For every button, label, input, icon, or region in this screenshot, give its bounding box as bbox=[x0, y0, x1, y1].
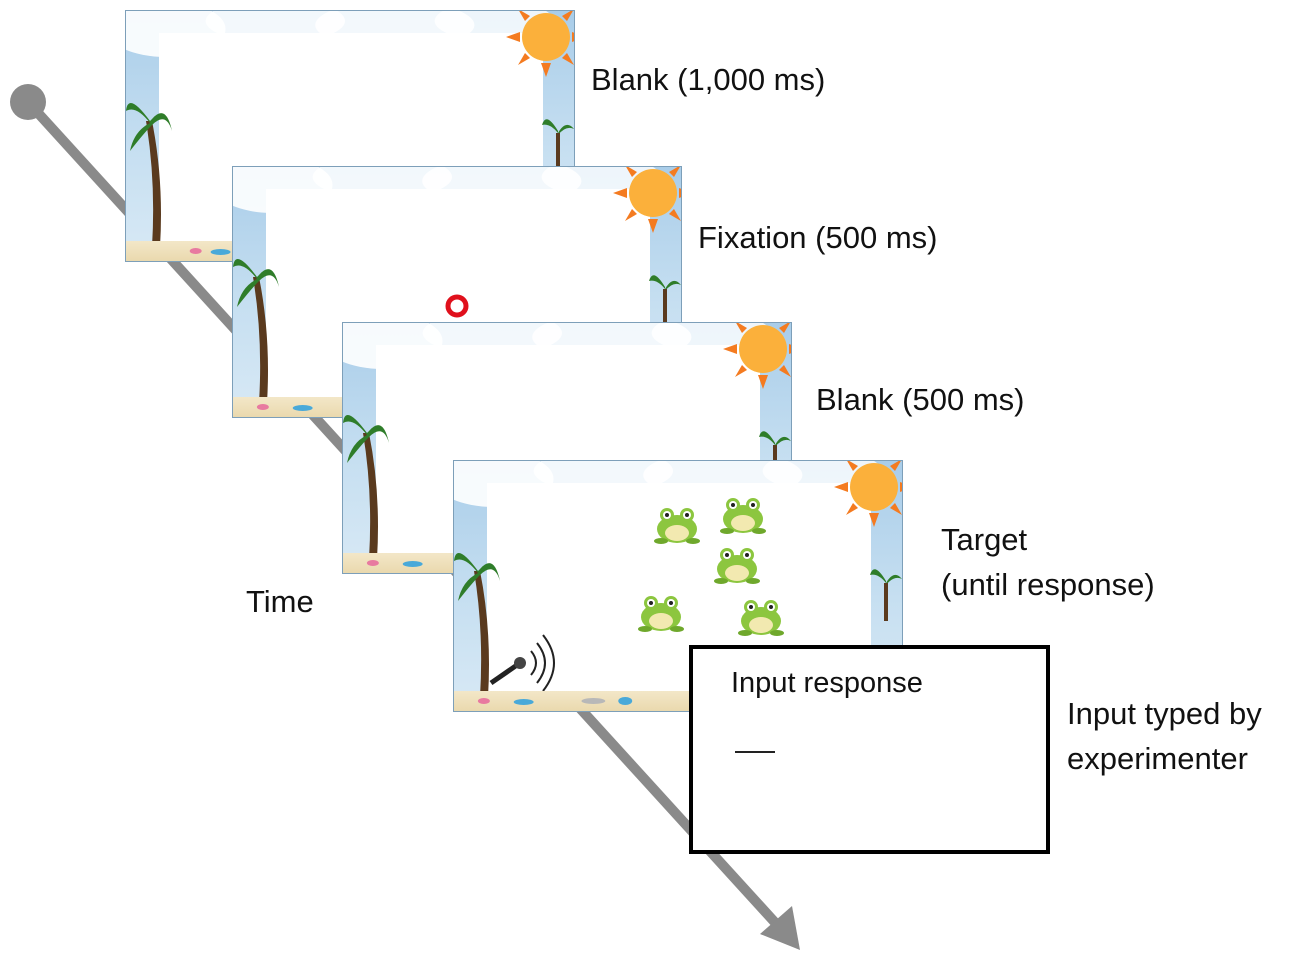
beach-decor bbox=[256, 404, 313, 411]
sun-icon bbox=[723, 323, 791, 389]
microphone-icon bbox=[489, 634, 555, 692]
frog-icon bbox=[738, 600, 784, 636]
frame-4-label-line2: (until response) bbox=[941, 567, 1155, 602]
sun-icon bbox=[613, 167, 681, 233]
fixation-circle-icon bbox=[445, 294, 469, 318]
input-response-box: Input response bbox=[689, 645, 1050, 854]
palm-tree-icon bbox=[233, 259, 279, 403]
palm-tree-icon bbox=[870, 569, 902, 621]
beach-decor bbox=[189, 248, 231, 255]
input-side-label-line1: Input typed by bbox=[1067, 696, 1262, 731]
frame-2-label: Fixation (500 ms) bbox=[698, 220, 938, 255]
frog-icon bbox=[720, 498, 766, 534]
sun-icon bbox=[506, 11, 574, 77]
frame-1-label: Blank (1,000 ms) bbox=[591, 62, 826, 97]
palm-tree-icon bbox=[542, 119, 574, 171]
time-arrow-head bbox=[760, 906, 800, 950]
input-response-title: Input response bbox=[731, 667, 923, 699]
frog-icon bbox=[638, 596, 684, 632]
frog-icon bbox=[714, 548, 760, 584]
input-underscore bbox=[735, 751, 775, 753]
palm-tree-icon bbox=[454, 553, 500, 697]
beach-decor bbox=[366, 560, 423, 567]
time-arrow-start-dot bbox=[10, 84, 46, 120]
frog-group bbox=[489, 498, 784, 692]
palm-tree-icon bbox=[649, 275, 681, 327]
sun-icon bbox=[834, 461, 902, 527]
frog-icon bbox=[654, 508, 700, 544]
beach-decor bbox=[477, 697, 633, 705]
frame-3-label: Blank (500 ms) bbox=[816, 382, 1025, 417]
frame-4-label-line1: Target bbox=[941, 522, 1028, 557]
input-side-label-line2: experimenter bbox=[1067, 741, 1248, 776]
palm-tree-icon bbox=[126, 103, 172, 247]
palm-tree-icon bbox=[343, 415, 389, 559]
time-label: Time bbox=[246, 584, 314, 619]
